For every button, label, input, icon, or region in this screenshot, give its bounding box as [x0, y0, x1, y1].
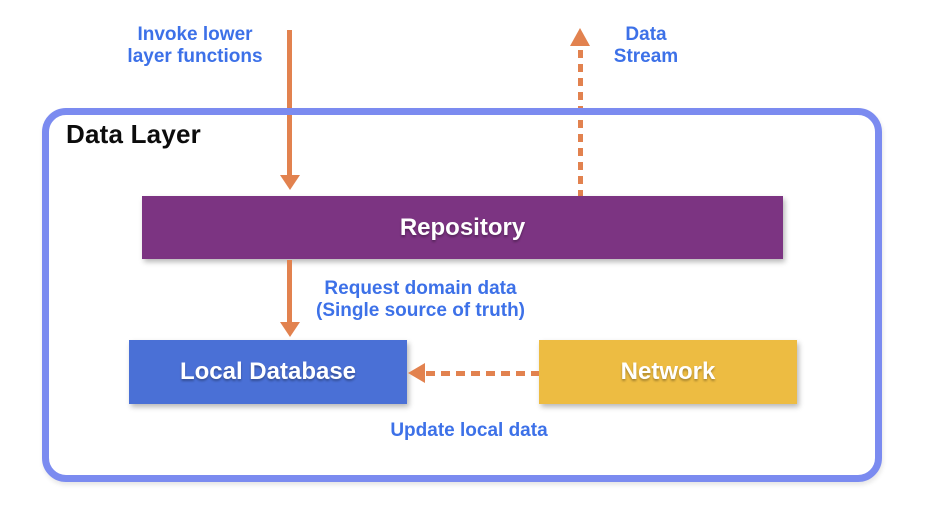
- data-stream-label: Data Stream: [613, 24, 679, 68]
- invoke-lower-layer-label: Invoke lower layer functions: [127, 24, 263, 68]
- data-stream-arrow-head-up-icon: [570, 28, 590, 46]
- invoke-arrow-line: [287, 30, 292, 176]
- network-node: Network: [539, 340, 797, 404]
- request-arrow-line: [287, 260, 292, 323]
- invoke-arrow-head-down-icon: [280, 175, 300, 190]
- request-arrow-head-down-icon: [280, 322, 300, 337]
- data-stream-arrow-dashed-line: [578, 50, 583, 196]
- update-local-data-label: Update local data: [390, 420, 548, 441]
- local-database-node: Local Database: [129, 340, 407, 404]
- network-node-label: Network: [620, 358, 716, 385]
- request-domain-data-label: Request domain data (Single source of tr…: [316, 278, 525, 322]
- data-layer-boundary: [42, 108, 882, 482]
- update-arrow-dashed-line: [426, 371, 539, 376]
- update-arrow-head-left-icon: [408, 363, 425, 383]
- local-database-node-label: Local Database: [179, 358, 357, 385]
- repository-node-label: Repository: [399, 213, 526, 241]
- repository-node: Repository: [142, 196, 783, 259]
- data-layer-title: Data Layer: [66, 119, 201, 149]
